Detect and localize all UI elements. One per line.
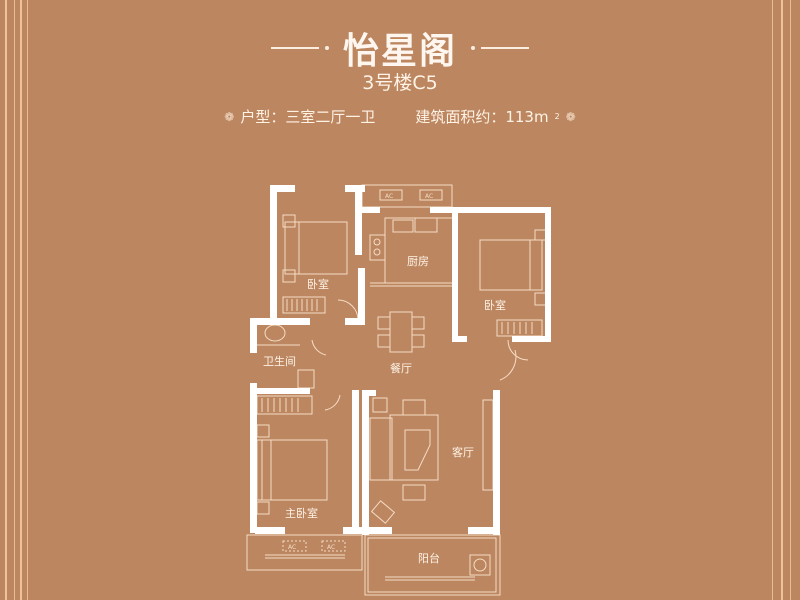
border-line-right-3 [790, 0, 791, 600]
room-label-living: 客厅 [452, 446, 474, 459]
area-label: 建筑面积约：113m [415, 108, 549, 126]
kitchen-counter [384, 217, 456, 284]
room-label-bedroom-ne: 卧室 [484, 299, 506, 312]
toilet [297, 369, 315, 389]
balcony-outline [364, 534, 501, 596]
tv-cabinet [482, 399, 494, 491]
title-ornament-left [270, 46, 329, 50]
armchair-top [402, 399, 426, 416]
ornament-bar [270, 47, 319, 49]
bedroom-balcony-outline [246, 534, 363, 571]
ac-label: AC [425, 193, 433, 200]
ornament-bar [481, 47, 529, 49]
door-arc-entrance [499, 349, 517, 381]
door-arc-nw [337, 299, 359, 321]
border-line-right-2 [781, 0, 783, 600]
area-superscript: 2 [554, 112, 560, 121]
door-arc-master [324, 394, 341, 411]
border-line-left-3 [20, 0, 22, 600]
hob-icon [369, 234, 386, 261]
border-line-left-4 [27, 0, 28, 600]
door-arc-bath [311, 339, 327, 356]
room-label-master-bedroom: 主卧室 [285, 507, 318, 520]
room-label-bedroom-nw: 卧室 [307, 278, 329, 291]
dining-table [389, 311, 413, 353]
ac-label: AC [288, 544, 296, 551]
wardrobe-nw [282, 296, 326, 314]
washbasin [264, 324, 286, 342]
ac-label: AC [327, 544, 335, 551]
bed-nw [284, 221, 348, 275]
bed-ne [479, 239, 543, 291]
wardrobe-master [256, 395, 313, 415]
ac-platform-outline [361, 184, 453, 208]
border-line-left-1 [5, 0, 7, 600]
border-line-left-2 [14, 0, 15, 600]
flower-icon: ❁ [224, 109, 235, 124]
room-label-dining: 餐厅 [390, 362, 412, 375]
room-label-kitchen: 厨房 [407, 255, 429, 268]
title-row: 怡星阁 [0, 22, 800, 74]
ac-label: AC [385, 193, 393, 200]
room-label-bathroom: 卫生间 [263, 355, 296, 368]
unit-info: ❁ 户型：三室二厅一卫 建筑面积约：113m 2 ❁ [0, 106, 800, 127]
title-ornament-right [471, 46, 529, 50]
armchair-bottom [402, 484, 426, 501]
room-label-balcony: 阳台 [418, 552, 440, 565]
layout-label: 户型：三室二厅一卫 [240, 108, 376, 126]
building-subtitle: 3号楼C5 [362, 72, 438, 94]
washing-machine [469, 554, 491, 576]
sink-icon [414, 217, 438, 233]
rug [404, 429, 431, 471]
walls [250, 185, 551, 535]
sofa [369, 417, 393, 481]
stove-icon [392, 219, 414, 233]
ornament-dot [471, 46, 475, 50]
bed-master [261, 439, 328, 501]
ornament-dot [324, 46, 329, 50]
page-title: 怡星阁 [342, 30, 457, 72]
door-arc-ne [507, 339, 529, 361]
flower-icon: ❁ [565, 109, 576, 124]
border-line-right-1 [772, 0, 773, 600]
